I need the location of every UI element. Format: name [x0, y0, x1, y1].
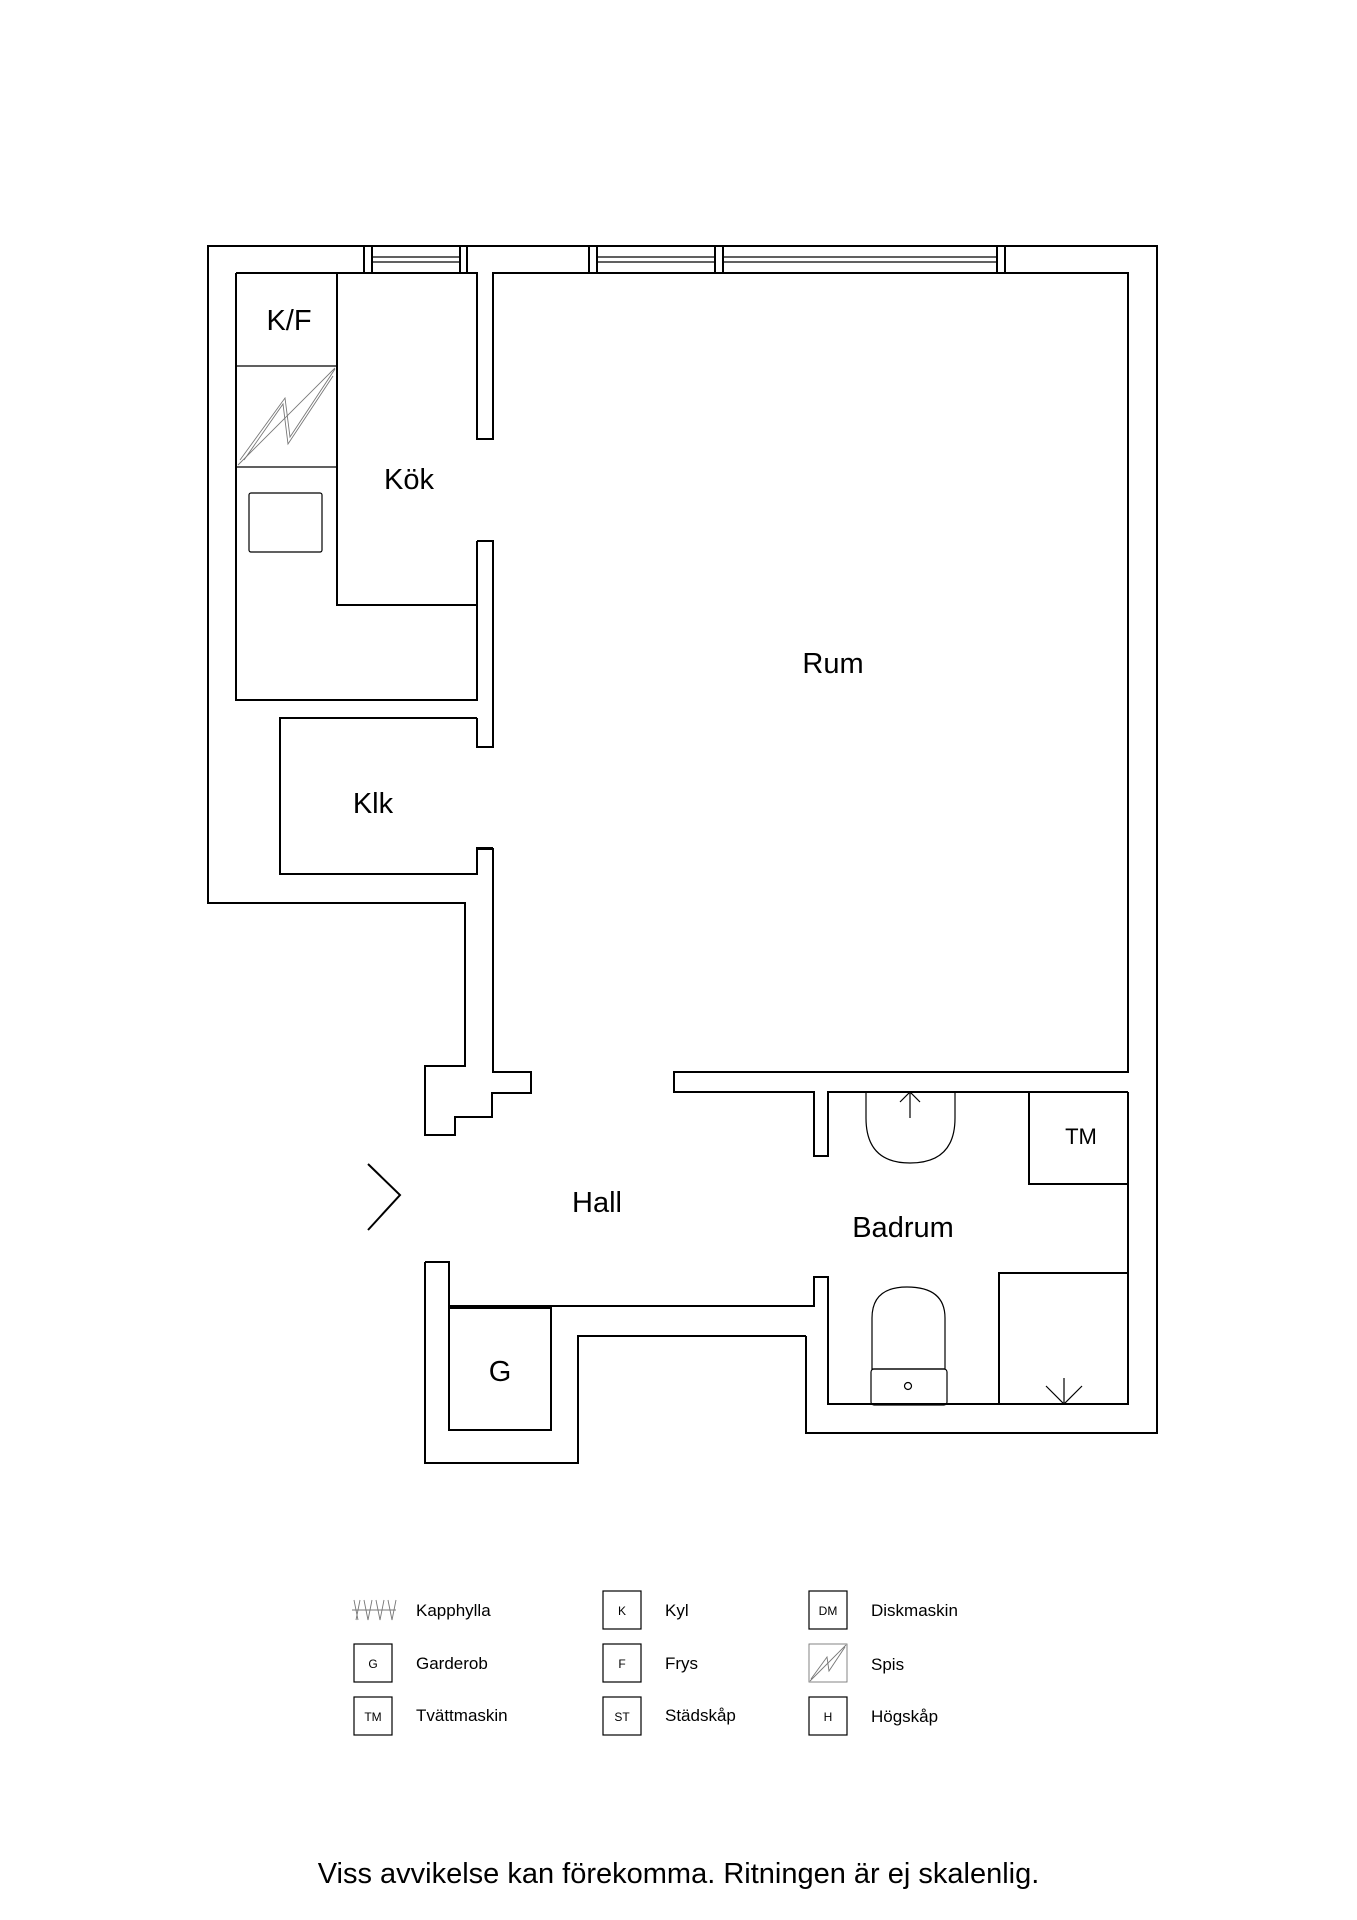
- disclaimer: Viss avvikelse kan förekomma. Ritningen …: [317, 1858, 1040, 1890]
- legend-item-stove: Spis: [808, 1643, 904, 1683]
- legend-label: Tvättmaskin: [416, 1706, 508, 1725]
- legend-label: Högskåp: [871, 1707, 938, 1726]
- stove-icon: [237, 367, 336, 466]
- legend-label: Spis: [871, 1655, 904, 1674]
- legend-code: TM: [364, 1710, 381, 1724]
- interior-walls: [279, 273, 1129, 1464]
- legend-item-freezer: F Frys: [602, 1643, 698, 1683]
- legend-item-dishwasher: DM Diskmaskin: [808, 1590, 958, 1630]
- sink-icon: [248, 492, 323, 553]
- legend-item-wardrobe: G Garderob: [353, 1643, 488, 1683]
- legend-code: ST: [614, 1710, 630, 1724]
- kitchen-fixtures: [236, 365, 337, 553]
- toilet-icon: [870, 1286, 948, 1406]
- box-icon: [602, 1696, 642, 1736]
- legend-label: Kapphylla: [416, 1601, 491, 1620]
- legend-item-tall-cabinet: H Högskåp: [808, 1696, 938, 1736]
- coat-rack-icon: [352, 1599, 397, 1621]
- box-icon: [808, 1696, 848, 1736]
- entrance-arrow-icon: [367, 1163, 402, 1231]
- room-label-hall: Hall: [572, 1187, 622, 1219]
- legend-label: Städskåp: [665, 1706, 736, 1725]
- legend-item-fridge: K Kyl: [602, 1590, 689, 1630]
- legend: Kapphylla G Garderob TM Tvättmaskin K Ky…: [352, 1590, 958, 1736]
- legend-item-washing-machine: TM Tvättmaskin: [353, 1696, 508, 1736]
- box-icon: [353, 1643, 393, 1683]
- legend-code: F: [618, 1657, 625, 1671]
- legend-label: Garderob: [416, 1654, 488, 1673]
- stove-icon: [808, 1643, 848, 1683]
- room-label-kitchen: Kök: [384, 464, 434, 496]
- box-icon: [353, 1696, 393, 1736]
- fixture-label-washing-machine: TM: [1065, 1124, 1097, 1149]
- legend-label: Diskmaskin: [871, 1601, 958, 1620]
- legend-label: Frys: [665, 1654, 698, 1673]
- room-label-walk-in-closet: Klk: [353, 788, 394, 820]
- box-icon: [602, 1590, 642, 1630]
- window-frames: [363, 246, 1006, 273]
- box-icon: [602, 1643, 642, 1683]
- arrow-up-icon: [899, 1091, 921, 1118]
- fixture-label-wardrobe: G: [489, 1356, 512, 1388]
- box-icon: [808, 1590, 848, 1630]
- legend-code: K: [618, 1604, 626, 1618]
- legend-code: H: [824, 1710, 833, 1724]
- room-label-bathroom: Badrum: [852, 1212, 954, 1244]
- legend-label: Kyl: [665, 1601, 689, 1620]
- room-label-living-room: Rum: [802, 648, 863, 680]
- outer-wall: [207, 245, 1158, 1434]
- legend-code: G: [368, 1657, 377, 1671]
- legend-item-coat-rack: Kapphylla: [352, 1599, 491, 1621]
- legend-code: DM: [819, 1604, 838, 1618]
- legend-item-cleaning-cupboard: ST Städskåp: [602, 1696, 736, 1736]
- washbasin-icon: [865, 1092, 956, 1164]
- fixture-label-fridge-freezer: K/F: [266, 305, 311, 337]
- bathroom-fixtures: [865, 1091, 1083, 1406]
- shower-icon: [1045, 1378, 1083, 1405]
